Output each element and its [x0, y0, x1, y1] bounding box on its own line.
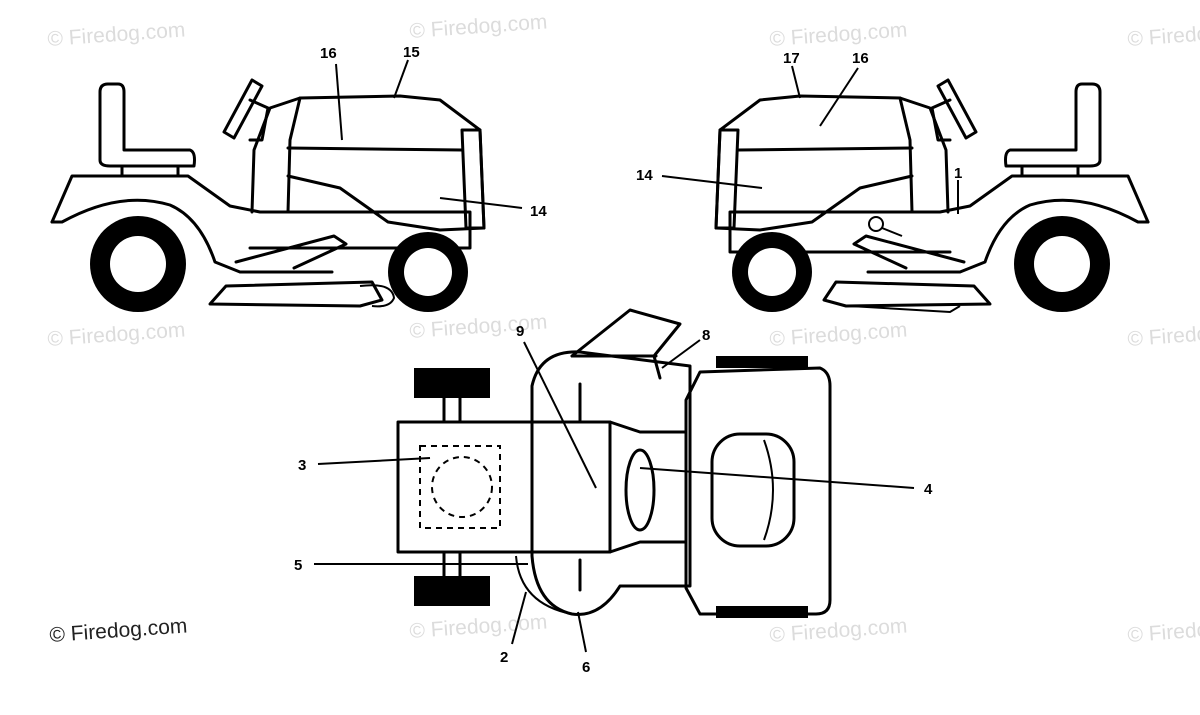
leader-line — [661, 175, 763, 189]
lever-knob — [868, 216, 884, 232]
hood-top — [396, 420, 612, 554]
steering-hub — [624, 448, 656, 532]
foot-pedal — [234, 234, 348, 270]
top-view — [396, 308, 832, 618]
rear-fender-arch — [866, 198, 1150, 274]
watermark: © Firedog.com — [1127, 318, 1200, 351]
rear-body-outline — [728, 174, 1150, 254]
steering-wheel — [936, 78, 978, 140]
rear-wheel-top — [716, 606, 808, 618]
hood-crease — [736, 146, 914, 152]
callout-label: 8 — [702, 327, 710, 344]
watermark: © Firedog.com — [409, 10, 548, 43]
watermark: © Firedog.com — [769, 614, 908, 647]
hood-outline — [714, 94, 914, 232]
leader-line — [393, 59, 409, 99]
engine-cover — [431, 456, 493, 518]
mower-deck-top — [530, 350, 692, 616]
left-side-view — [50, 78, 486, 312]
deck-chute — [849, 305, 961, 314]
callout-label: 15 — [403, 44, 420, 61]
leader-line — [791, 65, 801, 99]
rear-wheel-top — [716, 356, 808, 368]
front-grille — [460, 128, 486, 230]
watermark: © Firedog.com — [409, 610, 548, 643]
watermark-main: © Firedog.com — [49, 614, 188, 647]
watermark: © Firedog.com — [1127, 18, 1200, 51]
dash-neck — [608, 420, 688, 554]
watermark: © Firedog.com — [47, 318, 186, 351]
seat-shape — [1004, 82, 1102, 168]
right-side-view — [714, 78, 1150, 314]
watermark: © Firedog.com — [1127, 614, 1200, 647]
callout-label: 3 — [298, 457, 306, 474]
callout-label: 9 — [516, 323, 524, 340]
callout-label: 2 — [500, 649, 508, 666]
front-wheel-hub — [748, 248, 796, 296]
leader-line — [661, 339, 701, 369]
leader-line — [511, 591, 527, 645]
deck-chute — [359, 284, 396, 308]
rear-wheel-hub — [1034, 236, 1090, 292]
watermark: © Firedog.com — [769, 318, 908, 351]
watermark: © Firedog.com — [409, 310, 548, 343]
callout-label: 4 — [924, 481, 933, 498]
front-wheel-hub — [404, 248, 452, 296]
dash-panel — [898, 96, 950, 214]
rear-fender-arch — [50, 198, 334, 274]
hood-outline — [286, 94, 486, 232]
front-grille — [714, 128, 740, 230]
leader-line — [317, 457, 431, 465]
rear-body-top — [684, 366, 832, 616]
mower-deck — [208, 280, 384, 308]
leader-line — [439, 197, 523, 209]
leader-line — [335, 63, 343, 141]
seat-top — [710, 432, 796, 548]
deck-edge — [515, 555, 573, 615]
watermark: © Firedog.com — [769, 18, 908, 51]
steering-wheel — [222, 78, 264, 140]
callout-label: 6 — [582, 659, 590, 676]
rear-body-outline — [50, 174, 472, 250]
leader-line — [639, 467, 915, 489]
engine-outline — [419, 445, 501, 529]
discharge-chute — [570, 308, 682, 380]
leader-line — [523, 341, 597, 489]
lever-arm — [881, 227, 903, 237]
foot-pedal — [852, 234, 966, 270]
front-wheel-top — [414, 368, 490, 398]
watermark-layer: © Firedog.com © Firedog.com © Firedog.co… — [47, 10, 1200, 647]
front-wheel-top — [414, 576, 490, 606]
mower-deck — [822, 280, 992, 308]
seat-back — [763, 439, 774, 541]
leader-line — [577, 611, 587, 653]
callout-label: 16 — [320, 45, 337, 62]
callout-label: 14 — [530, 203, 547, 220]
callout-label: 1 — [954, 165, 962, 182]
callout-label: 5 — [294, 557, 302, 574]
callout-label: 17 — [783, 50, 800, 67]
leader-line — [819, 67, 859, 127]
callout-label: 16 — [852, 50, 869, 67]
callout-label: 14 — [636, 167, 653, 184]
rear-wheel-hub — [110, 236, 166, 292]
watermark: © Firedog.com — [47, 18, 186, 51]
dash-panel — [250, 96, 302, 214]
seat-shape — [98, 82, 196, 168]
hood-crease — [286, 146, 464, 152]
